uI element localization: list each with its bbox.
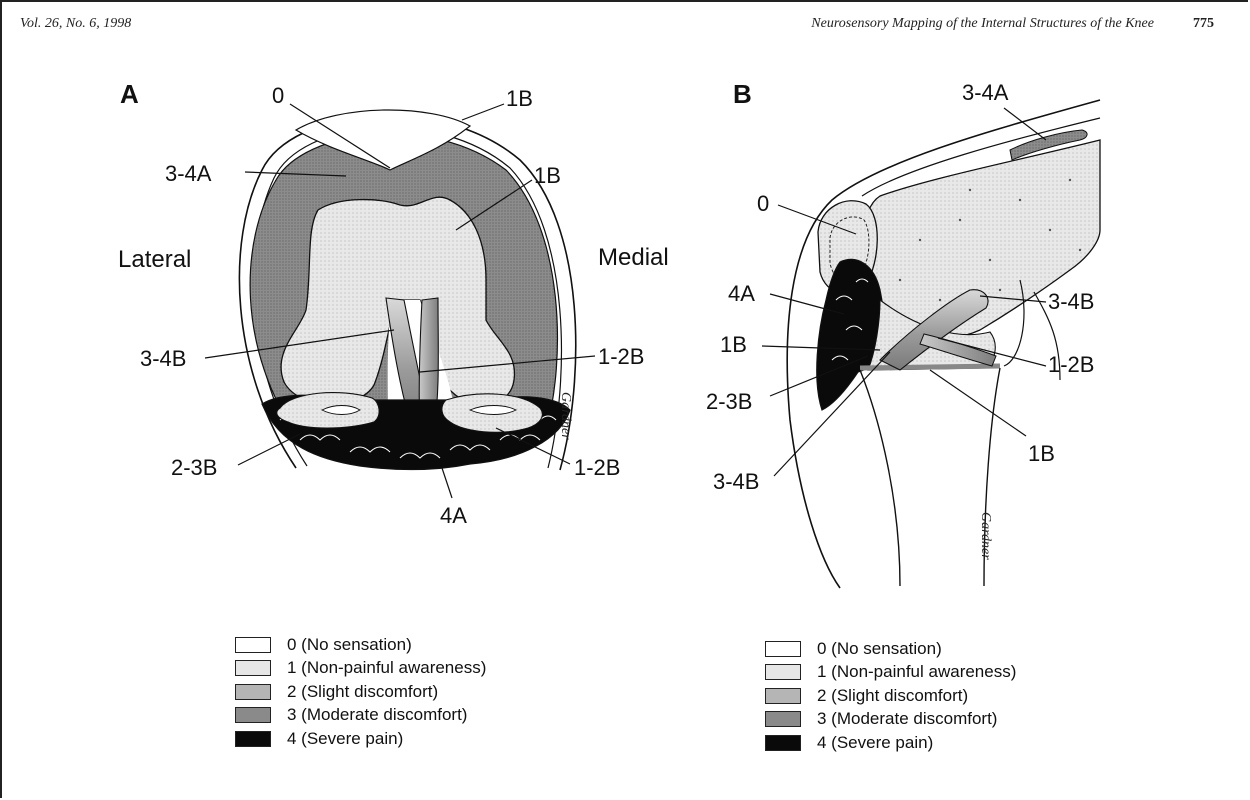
legend-a-text-2: 2 (Slight discomfort) (287, 682, 438, 702)
legend-b-item-0: 0 (No sensation) (765, 637, 1016, 661)
legend-b: 0 (No sensation) 1 (Non-painful awarenes… (765, 637, 1016, 755)
swatch-level-1 (765, 664, 801, 680)
swatch-level-4 (235, 731, 271, 747)
label-b-1-2b: 1-2B (1048, 352, 1094, 377)
legend-b-text-2: 2 (Slight discomfort) (817, 686, 968, 706)
legend-b-item-4: 4 (Severe pain) (765, 731, 1016, 755)
label-a-2-3b: 2-3B (171, 455, 217, 480)
legend-b-text-4: 4 (Severe pain) (817, 733, 933, 753)
swatch-level-1 (235, 660, 271, 676)
label-b-1b-left: 1B (720, 332, 747, 357)
label-b-4a: 4A (728, 281, 755, 306)
legend-a-item-2: 2 (Slight discomfort) (235, 680, 486, 704)
label-a-3-4a: 3-4A (165, 161, 212, 186)
legend-b-text-3: 3 (Moderate discomfort) (817, 709, 997, 729)
label-a-1b-mid: 1B (534, 163, 561, 188)
label-b-3-4b-right: 3-4B (1048, 289, 1094, 314)
label-b-0: 0 (757, 191, 769, 216)
swatch-level-3 (765, 711, 801, 727)
leader-a-1b-top (462, 104, 504, 120)
panel-a-diagram: A (118, 79, 669, 528)
leader-a-4a (442, 468, 452, 498)
leader-b-1b-low (930, 370, 1026, 436)
artist-signature-b: Gardner (978, 512, 993, 560)
legend-a-item-3: 3 (Moderate discomfort) (235, 704, 486, 728)
legend-b-item-1: 1 (Non-painful awareness) (765, 661, 1016, 685)
artist-signature-a: Gardner (558, 392, 573, 440)
label-a-1-2b-low: 1-2B (574, 455, 620, 480)
leader-b-3-4a (1004, 108, 1046, 140)
legend-a-text-1: 1 (Non-painful awareness) (287, 658, 486, 678)
swatch-level-2 (235, 684, 271, 700)
legend-b-item-3: 3 (Moderate discomfort) (765, 708, 1016, 732)
label-a-1b-top: 1B (506, 86, 533, 111)
label-a-1-2b-mid: 1-2B (598, 344, 644, 369)
label-a-4a: 4A (440, 503, 467, 528)
panel-b-letter: B (733, 79, 752, 109)
legend-a-text-3: 3 (Moderate discomfort) (287, 705, 467, 725)
label-a-3-4b: 3-4B (140, 346, 186, 371)
legend-a-text-0: 0 (No sensation) (287, 635, 412, 655)
panel-a-letter: A (120, 79, 139, 109)
legend-a-text-4: 4 (Severe pain) (287, 729, 403, 749)
swatch-level-0 (765, 641, 801, 657)
label-medial: Medial (598, 244, 669, 271)
legend-b-text-0: 0 (No sensation) (817, 639, 942, 659)
tibial-plateau (860, 366, 1000, 368)
swatch-level-2 (765, 688, 801, 704)
legend-a-item-1: 1 (Non-painful awareness) (235, 657, 486, 681)
legend-a-item-4: 4 (Severe pain) (235, 727, 486, 751)
label-b-3-4a: 3-4A (962, 80, 1009, 105)
label-b-3-4b-low: 3-4B (713, 469, 759, 494)
swatch-level-4 (765, 735, 801, 751)
swatch-level-0 (235, 637, 271, 653)
panel-b-diagram: B (706, 79, 1100, 588)
label-a-0: 0 (272, 83, 284, 108)
legend-a-item-0: 0 (No sensation) (235, 633, 486, 657)
swatch-level-3 (235, 707, 271, 723)
label-lateral: Lateral (118, 246, 191, 273)
legend-a: 0 (No sensation) 1 (Non-painful awarenes… (235, 633, 486, 751)
label-b-2-3b: 2-3B (706, 389, 752, 414)
legend-b-text-1: 1 (Non-painful awareness) (817, 662, 1016, 682)
legend-b-item-2: 2 (Slight discomfort) (765, 684, 1016, 708)
label-b-1b-low: 1B (1028, 441, 1055, 466)
